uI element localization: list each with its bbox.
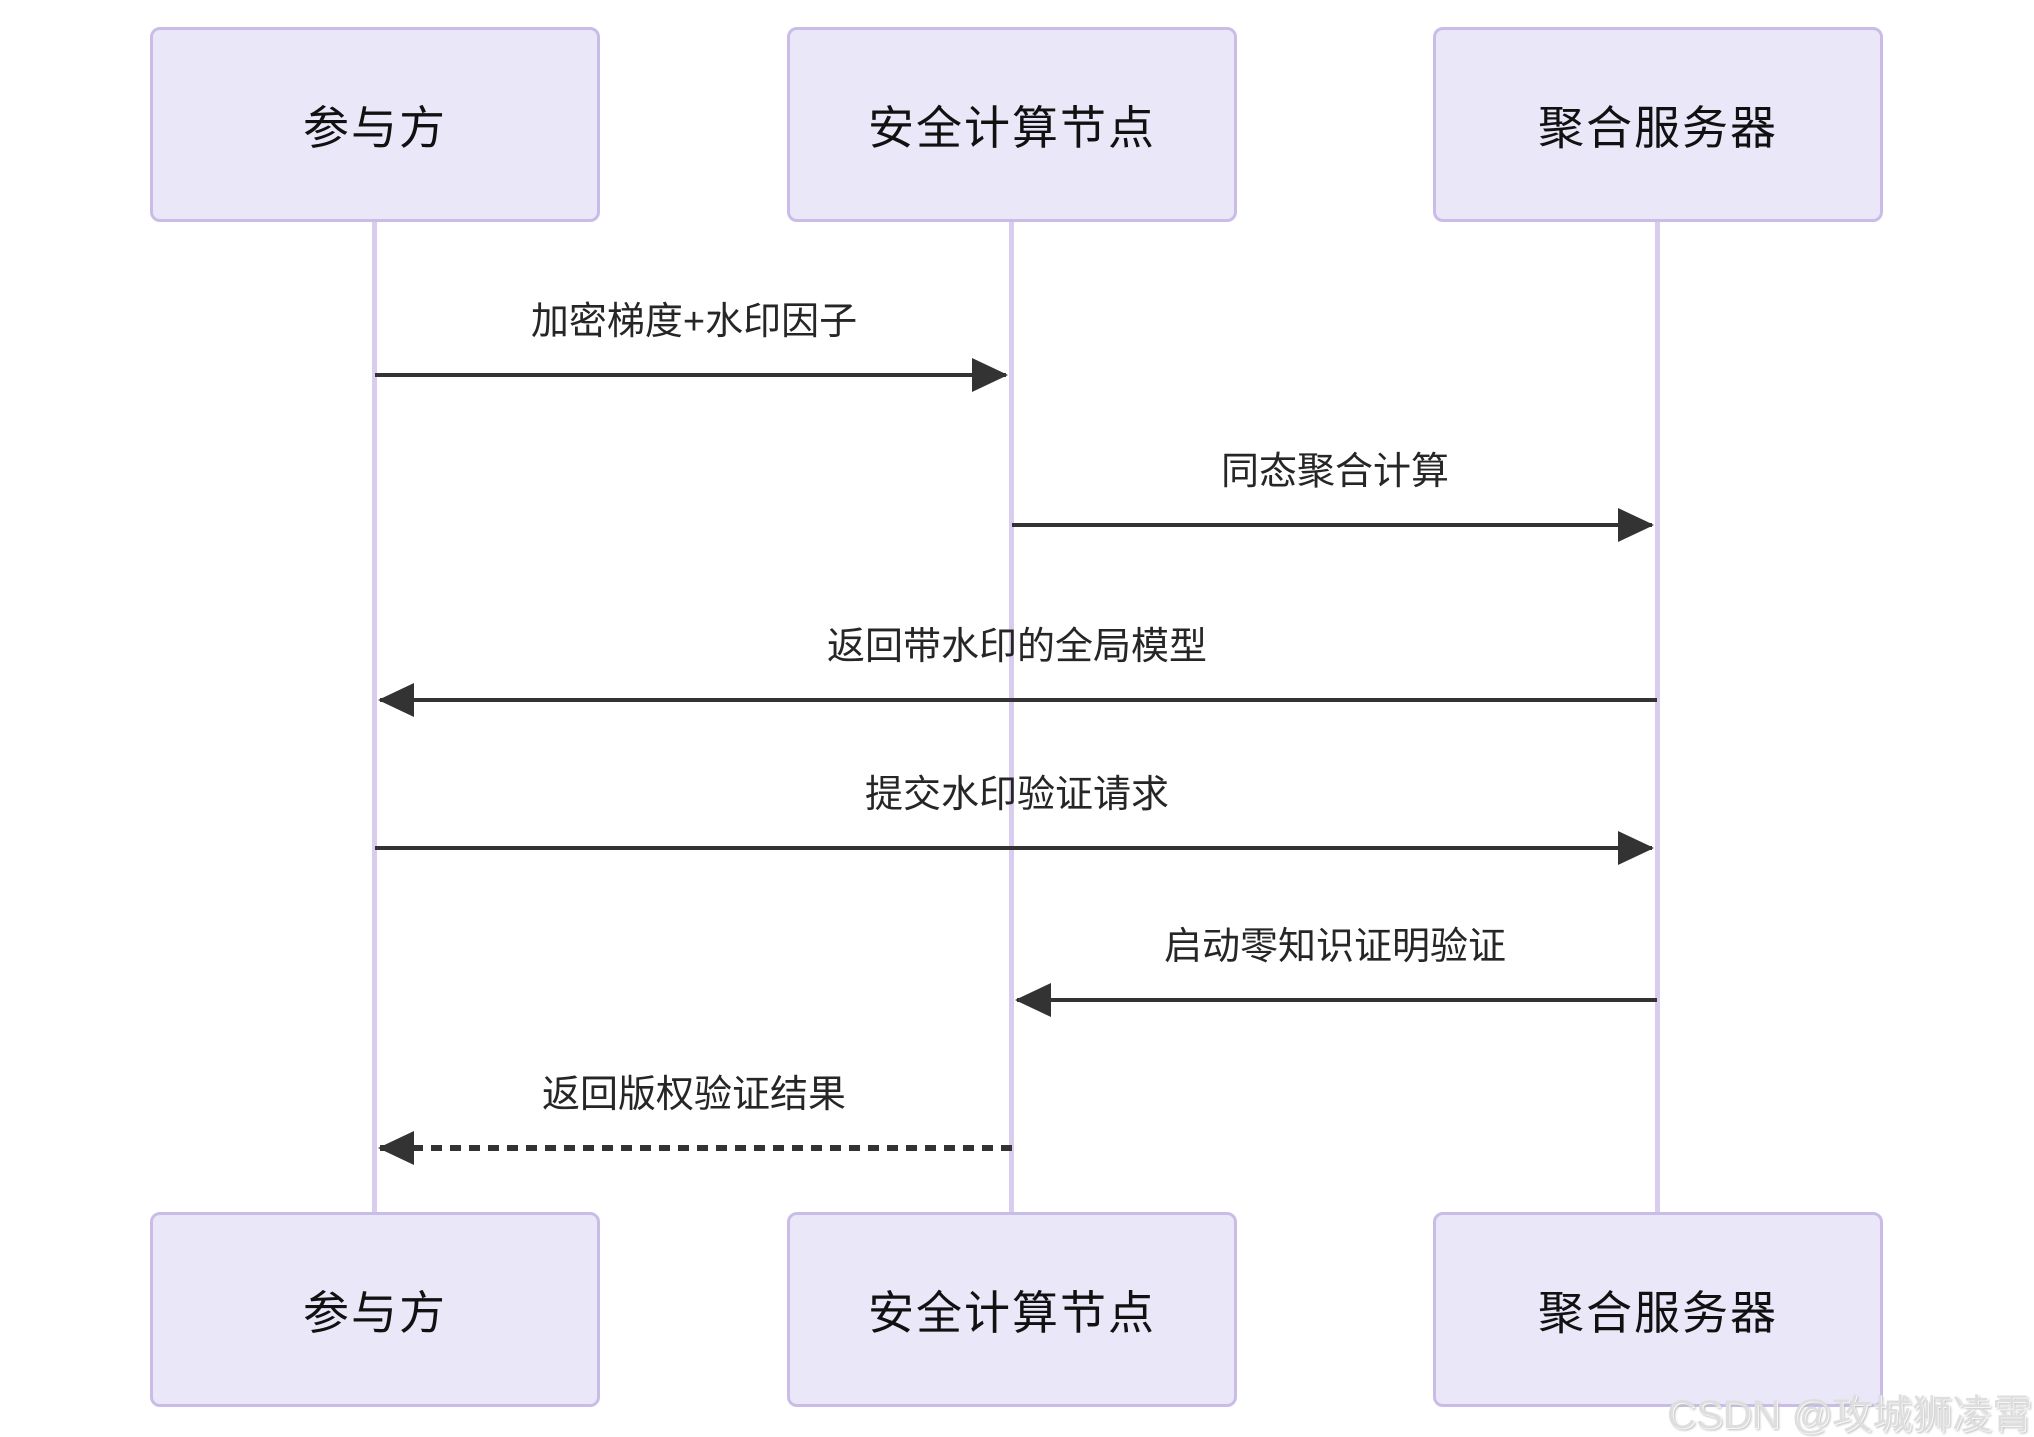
actor-box-aggregation-server-bottom: 聚合服务器 xyxy=(1433,1212,1883,1407)
actor-label: 聚合服务器 xyxy=(1538,101,1778,154)
actor-label: 聚合服务器 xyxy=(1538,1286,1778,1339)
actor-label: 参与方 xyxy=(303,101,447,154)
actor-label: 安全计算节点 xyxy=(868,1286,1156,1339)
actor-box-compute-node-bottom: 安全计算节点 xyxy=(787,1212,1237,1407)
actor-box-aggregation-server-top: 聚合服务器 xyxy=(1433,27,1883,222)
actor-label: 参与方 xyxy=(303,1286,447,1339)
actor-box-participant-bottom: 参与方 xyxy=(150,1212,600,1407)
message-label-3: 返回带水印的全局模型 xyxy=(826,626,1208,668)
lifeline-participant xyxy=(372,222,377,1212)
message-label-5: 启动零知识证明验证 xyxy=(1163,926,1507,968)
message-label-6: 返回版权验证结果 xyxy=(541,1074,847,1116)
actor-box-participant-top: 参与方 xyxy=(150,27,600,222)
message-label-4: 提交水印验证请求 xyxy=(864,774,1170,816)
lifeline-compute-node xyxy=(1009,222,1014,1212)
actor-box-compute-node-top: 安全计算节点 xyxy=(787,27,1237,222)
csdn-watermark: CSDN @攻城狮凌霄 xyxy=(1666,1393,2032,1437)
lifeline-aggregation-server xyxy=(1655,222,1660,1212)
message-label-2: 同态聚合计算 xyxy=(1220,451,1450,493)
actor-label: 安全计算节点 xyxy=(868,101,1156,154)
message-label-1: 加密梯度+水印因子 xyxy=(530,301,858,343)
